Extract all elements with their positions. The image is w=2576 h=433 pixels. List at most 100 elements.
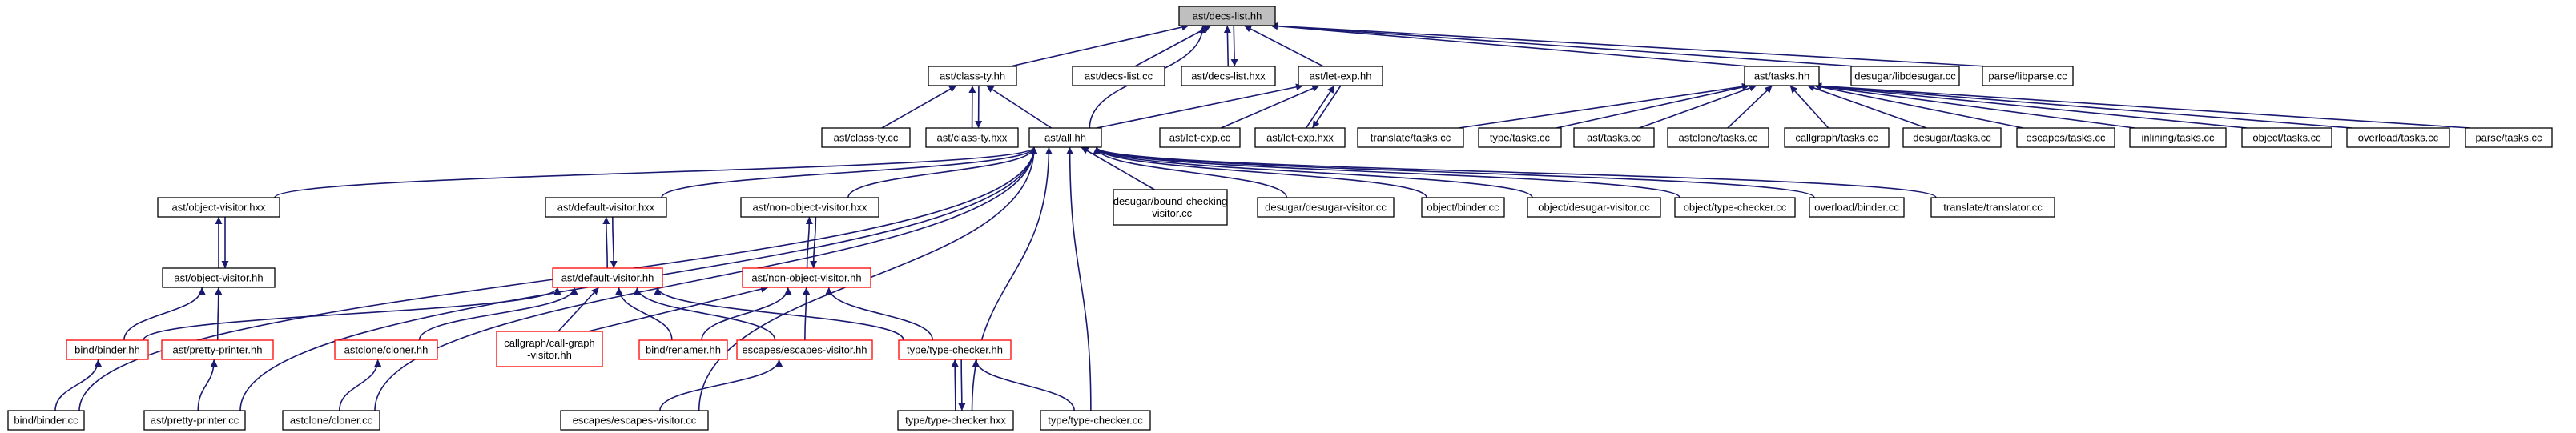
edge-type-checker-hh-to-type-checker-hxx	[958, 359, 966, 411]
node-object-visitor-hh[interactable]: ast/object-visitor.hh	[162, 267, 276, 288]
edge-desugar-tasks-cc-to-tasks-hh	[1807, 84, 1927, 129]
node-escapes-tasks-cc[interactable]: escapes/tasks.cc	[2016, 127, 2115, 148]
node-box	[1421, 197, 1505, 218]
node-box	[736, 339, 873, 360]
edge-translate-tasks-cc-to-tasks-hh	[1458, 82, 1750, 129]
node-label: -visitor.cc	[1149, 207, 1193, 219]
node-box	[1573, 127, 1655, 148]
node-label: parse/libparse.cc	[1988, 70, 2067, 82]
node-pretty-printer-hh[interactable]: ast/pretty-printer.hh	[161, 339, 274, 360]
node-overload-binder-cc[interactable]: overload/binder.cc	[1809, 197, 1905, 218]
node-non-object-visitor-hh[interactable]: ast/non-object-visitor.hh	[742, 267, 871, 288]
edge-call-graph-visitor-hh-to-non-object-visitor-hh	[587, 285, 769, 332]
node-ast-tasks-cc[interactable]: ast/tasks.cc	[1573, 127, 1655, 148]
node-box	[742, 267, 871, 288]
node-box	[1930, 197, 2055, 218]
node-box	[1181, 66, 1276, 86]
node-tasks-hh[interactable]: ast/tasks.hh	[1744, 66, 1820, 86]
node-box	[2346, 127, 2450, 148]
node-non-object-visitor-hxx[interactable]: ast/non-object-visitor.hxx	[740, 197, 879, 218]
node-box	[1982, 66, 2074, 86]
node-label: ast/tasks.cc	[1587, 132, 1641, 144]
node-translate-tasks-cc[interactable]: translate/tasks.cc	[1357, 127, 1464, 148]
edge-type-checker-cc-to-type-checker-hh	[972, 359, 1075, 411]
node-overload-tasks-cc[interactable]: overload/tasks.cc	[2346, 127, 2450, 148]
node-translator-cc[interactable]: translate/translator.cc	[1930, 197, 2055, 218]
edge-decs-list-cc-to-decs-list-hh	[1134, 25, 1212, 67]
node-label: object/tasks.cc	[2252, 132, 2321, 144]
node-type-checker-hh[interactable]: type/type-checker.hh	[898, 339, 1012, 360]
node-box	[1298, 66, 1383, 86]
node-box	[560, 410, 709, 431]
node-bind-binder-cc[interactable]: bind/binder.cc	[7, 410, 85, 431]
node-label: ast/pretty-printer.cc	[151, 415, 239, 427]
node-object-desugar-visitor-cc[interactable]: object/desugar-visitor.cc	[1527, 197, 1661, 218]
node-object-tasks-cc[interactable]: object/tasks.cc	[2241, 127, 2332, 148]
edge-ast-tasks-cc-to-tasks-hh	[1639, 84, 1757, 129]
node-class-ty-cc[interactable]: ast/class-ty.cc	[821, 127, 911, 148]
node-parse-tasks-cc[interactable]: parse/tasks.cc	[2465, 127, 2553, 148]
node-label: ast/let-exp.hh	[1309, 70, 1371, 82]
node-box	[2129, 127, 2227, 148]
node-box	[545, 197, 667, 218]
edge-class-ty-cc-to-class-ty-hh	[881, 85, 957, 129]
node-class-ty-hh[interactable]: ast/class-ty.hh	[928, 66, 1017, 86]
node-libparse-cc[interactable]: parse/libparse.cc	[1982, 66, 2074, 86]
node-object-binder-cc[interactable]: object/binder.cc	[1421, 197, 1505, 218]
edge-non-object-visitor-hxx-to-non-object-visitor-hh	[810, 216, 818, 269]
node-escapes-visitor-cc[interactable]: escapes/escapes-visitor.cc	[560, 410, 709, 431]
node-bound-checking-cc[interactable]: desugar/bound-checking-visitor.cc	[1113, 189, 1228, 226]
node-label: -visitor.hh	[527, 349, 572, 361]
node-label: translate/translator.cc	[1943, 202, 2043, 214]
node-label: bind/binder.hh	[74, 344, 140, 356]
node-call-graph-visitor-hh[interactable]: callgraph/call-graph-visitor.hh	[496, 331, 603, 367]
node-escapes-visitor-hh[interactable]: escapes/escapes-visitor.hh	[736, 339, 873, 360]
node-let-exp-cc[interactable]: ast/let-exp.cc	[1159, 127, 1241, 148]
node-object-visitor-hxx[interactable]: ast/object-visitor.hxx	[157, 197, 280, 218]
edge-libdesugar-cc-to-decs-list-hh	[1270, 22, 1857, 67]
edge-object-tasks-cc-to-tasks-hh	[1813, 82, 2248, 129]
edge-escapes-visitor-hh-to-non-object-visitor-hh	[803, 287, 811, 341]
node-libdesugar-cc[interactable]: desugar/libdesugar.cc	[1850, 66, 1960, 86]
node-box	[2241, 127, 2332, 148]
node-desugar-visitor-cc[interactable]: desugar/desugar-visitor.cc	[1257, 197, 1395, 218]
node-type-checker-hxx[interactable]: type/type-checker.hxx	[897, 410, 1014, 431]
edge-let-exp-hxx-to-let-exp-hh	[1305, 85, 1335, 129]
node-type-checker-cc[interactable]: type/type-checker.cc	[1040, 410, 1151, 431]
node-object-type-checker-cc[interactable]: object/type-checker.cc	[1674, 197, 1796, 218]
node-bind-binder-hh[interactable]: bind/binder.hh	[66, 339, 149, 360]
node-cloner-hh[interactable]: astclone/cloner.hh	[334, 339, 438, 360]
node-decs-list-cc[interactable]: ast/decs-list.cc	[1072, 66, 1165, 86]
node-default-visitor-hxx[interactable]: ast/default-visitor.hxx	[545, 197, 667, 218]
node-astclone-tasks-cc[interactable]: astclone/tasks.cc	[1667, 127, 1769, 148]
edge-escapes-visitor-hh-to-default-visitor-hh	[633, 287, 776, 341]
node-label: escapes/tasks.cc	[2027, 132, 2106, 144]
node-box	[925, 127, 1019, 148]
node-renamer-hh[interactable]: bind/renamer.hh	[638, 339, 728, 360]
node-box	[1674, 197, 1796, 218]
node-cloner-cc[interactable]: astclone/cloner.cc	[282, 410, 380, 431]
node-label: ast/object-visitor.hh	[174, 272, 263, 284]
node-default-visitor-hh[interactable]: ast/default-visitor.hh	[552, 267, 663, 288]
node-type-tasks-cc[interactable]: type/tasks.cc	[1478, 127, 1562, 148]
node-pretty-printer-cc[interactable]: ast/pretty-printer.cc	[143, 410, 246, 431]
edge-decs-list-hxx-to-decs-list-hh	[1223, 25, 1231, 67]
edge-overload-binder-cc-to-all-hh	[1093, 146, 1815, 198]
node-let-exp-hxx[interactable]: ast/let-exp.hxx	[1254, 127, 1346, 148]
node-all-hh[interactable]: ast/all.hh	[1028, 127, 1102, 148]
node-box	[282, 410, 380, 431]
node-desugar-tasks-cc[interactable]: desugar/tasks.cc	[1902, 127, 2002, 148]
edge-call-graph-visitor-hh-to-default-visitor-hh	[557, 287, 600, 332]
node-class-ty-hxx[interactable]: ast/class-ty.hxx	[925, 127, 1019, 148]
node-box	[1072, 66, 1165, 86]
node-let-exp-hh[interactable]: ast/let-exp.hh	[1298, 66, 1383, 86]
node-decs-list-hxx[interactable]: ast/decs-list.hxx	[1181, 66, 1276, 86]
node-box	[1178, 6, 1276, 26]
edge-parse-tasks-cc-to-tasks-hh	[1813, 82, 2471, 129]
node-box	[1159, 127, 1241, 148]
node-callgraph-tasks-cc[interactable]: callgraph/tasks.cc	[1784, 127, 1890, 148]
node-box	[1028, 127, 1102, 148]
node-box	[638, 339, 728, 360]
node-inlining-tasks-cc[interactable]: inlining/tasks.cc	[2129, 127, 2227, 148]
